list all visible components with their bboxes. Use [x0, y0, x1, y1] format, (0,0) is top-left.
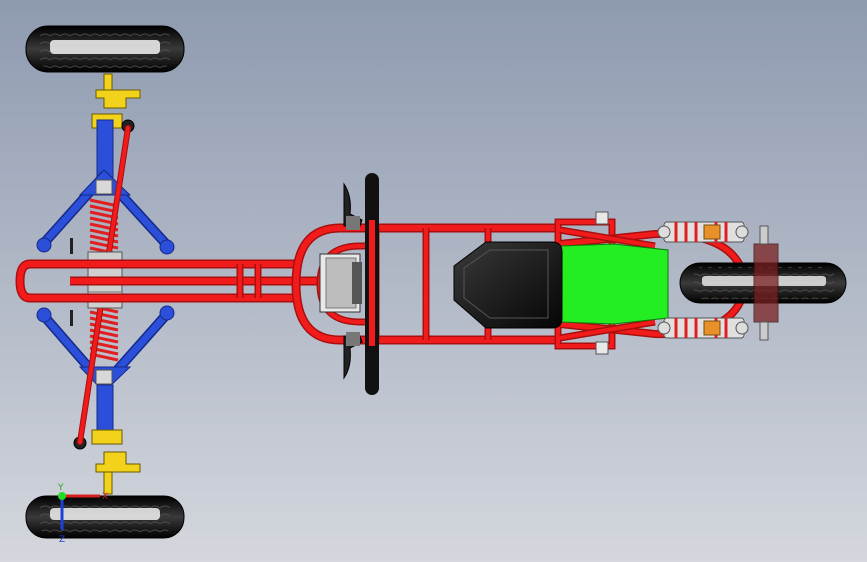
upper-coil-spring [89, 198, 119, 262]
front-left-wheel [25, 25, 185, 73]
tail-light [753, 225, 779, 341]
upper-suspension [36, 73, 175, 262]
rear-wheel [679, 262, 847, 304]
triad-y-label: Y [57, 483, 64, 493]
rear-shock-bottom [657, 317, 749, 339]
coordinate-triad: Y Z X [57, 483, 108, 545]
brake-lever-top [343, 182, 363, 227]
lower-suspension [36, 298, 175, 495]
bolt-bottom [595, 341, 609, 355]
handlebar [343, 173, 379, 395]
triad-x-label: X [102, 492, 108, 502]
battery-tray [559, 243, 669, 325]
bolt-top [595, 211, 609, 225]
headlight [319, 253, 362, 313]
seat [453, 241, 563, 329]
rear-shock-top [657, 221, 749, 243]
front-spine-tubes [15, 238, 320, 326]
triad-z-label: Z [59, 535, 65, 545]
front-right-wheel [25, 495, 185, 539]
brake-lever-bottom [343, 335, 363, 380]
